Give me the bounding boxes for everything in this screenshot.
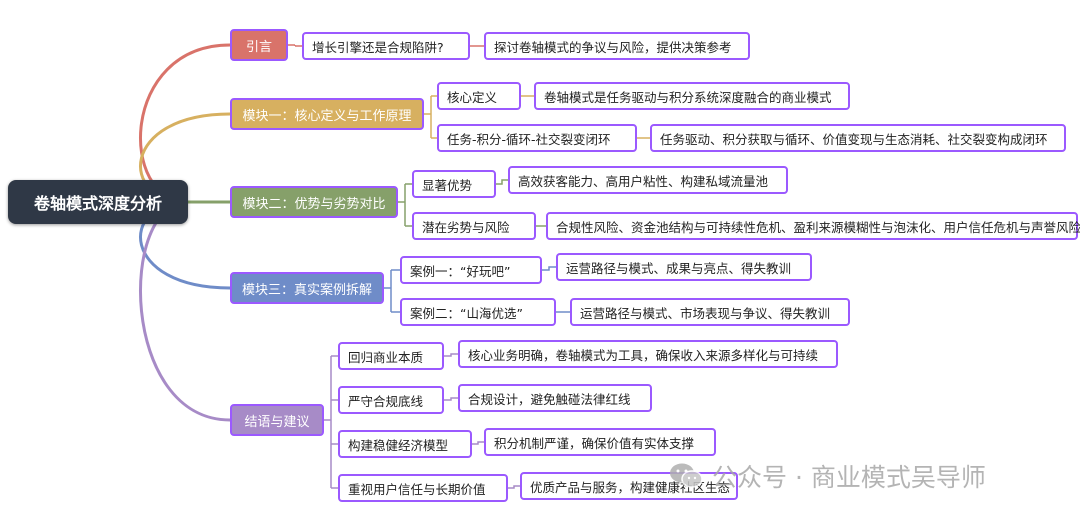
topic-label: 构建稳健经济模型: [348, 437, 449, 453]
branch-conclusion[interactable]: 结语与建议: [230, 404, 324, 436]
detail-node[interactable]: 合规性风险、资金池结构与可持续性危机、盈利来源模糊性与泡沫化、用户信任危机与声誉…: [546, 212, 1080, 240]
root-node[interactable]: 卷轴模式深度分析: [8, 180, 188, 224]
topic-node[interactable]: 案例二：“山海优选”: [400, 298, 556, 326]
topic-node[interactable]: 核心定义: [437, 82, 521, 110]
detail-connector: [444, 353, 458, 357]
detail-node[interactable]: 合规设计，避免触碰法律红线: [458, 384, 652, 412]
detail-label: 积分机制严谨，确保价值有实体支撑: [494, 435, 695, 451]
branch-module-2[interactable]: 模块二：优势与劣势对比: [230, 186, 398, 218]
branch-label: 结语与建议: [244, 414, 310, 430]
topic-label: 回归商业本质: [348, 349, 424, 365]
topic-node[interactable]: 构建稳健经济模型: [338, 430, 472, 458]
topic-node[interactable]: 潜在劣势与风险: [412, 212, 536, 240]
branch-module-3[interactable]: 模块三：真实案例拆解: [230, 272, 384, 304]
detail-label: 探讨卷轴模式的争议与风险，提供决策参考: [494, 39, 732, 55]
topic-label: 严守合规底线: [348, 393, 424, 409]
detail-node[interactable]: 运营路径与模式、成果与亮点、得失教训: [556, 253, 812, 281]
topic-node[interactable]: 回归商业本质: [338, 342, 444, 370]
detail-label: 优质产品与服务，构建健康社区生态: [530, 479, 731, 495]
detail-connector: [496, 179, 508, 185]
detail-connector: [444, 397, 458, 401]
detail-connector: [542, 266, 556, 271]
topic-node[interactable]: 增长引擎还是合规陷阱?: [302, 32, 470, 60]
detail-node[interactable]: 积分机制严谨，确保价值有实体支撑: [484, 428, 716, 456]
topic-label: 显著优势: [422, 177, 473, 193]
detail-connector: [508, 485, 520, 489]
branch-label: 模块二：优势与劣势对比: [242, 196, 386, 212]
detail-node[interactable]: 探讨卷轴模式的争议与风险，提供决策参考: [484, 32, 750, 60]
detail-label: 运营路径与模式、市场表现与争议、得失教训: [580, 305, 831, 321]
topic-label: 案例二：“山海优选”: [410, 305, 523, 321]
root-label: 卷轴模式深度分析: [33, 194, 162, 213]
branch-label: 模块三：真实案例拆解: [242, 282, 373, 298]
detail-label: 高效获客能力、高用户粘性、构建私域流量池: [518, 173, 769, 189]
topic-label: 核心定义: [447, 89, 498, 105]
branch-connector: [139, 43, 231, 204]
topic-node[interactable]: 任务-积分-循环-社交裂变闭环: [437, 124, 637, 152]
detail-label: 核心业务明确，卷轴模式为工具，确保收入来源多样化与可持续: [468, 347, 819, 363]
topic-label: 任务-积分-循环-社交裂变闭环: [447, 131, 611, 147]
detail-label: 卷轴模式是任务驱动与积分系统深度融合的商业模式: [544, 89, 832, 105]
detail-node[interactable]: 卷轴模式是任务驱动与积分系统深度融合的商业模式: [534, 82, 850, 110]
branch-label: 模块一：核心定义与工作原理: [242, 108, 412, 124]
topic-node[interactable]: 显著优势: [412, 170, 496, 198]
detail-label: 合规性风险、资金池结构与可持续性危机、盈利来源模糊性与泡沫化、用户信任危机与声誉…: [556, 219, 1080, 235]
detail-node[interactable]: 任务驱动、积分获取与循环、价值变现与生态消耗、社交裂变构成闭环: [650, 124, 1066, 152]
detail-label: 任务驱动、积分获取与循环、价值变现与生态消耗、社交裂变构成闭环: [660, 131, 1048, 147]
branch-label: 引言: [245, 39, 272, 55]
topic-label: 潜在劣势与风险: [422, 219, 510, 235]
detail-node[interactable]: 高效获客能力、高用户粘性、构建私域流量池: [508, 166, 788, 194]
topic-label: 增长引擎还是合规陷阱?: [312, 39, 444, 55]
wechat-icon: [670, 463, 703, 488]
topic-node[interactable]: 严守合规底线: [338, 386, 444, 414]
branch-connector: [139, 200, 231, 422]
watermark: 公众号 · 商业模式吴导师: [668, 456, 1068, 496]
detail-node[interactable]: 运营路径与模式、市场表现与争议、得失教训: [570, 298, 850, 326]
topic-node[interactable]: 案例一：“好玩吧”: [400, 256, 542, 284]
topic-label: 重视用户信任与长期价值: [348, 481, 486, 497]
topic-label: 案例一：“好玩吧”: [410, 263, 511, 279]
detail-connector: [472, 441, 484, 445]
detail-label: 运营路径与模式、成果与亮点、得失教训: [566, 260, 792, 276]
detail-label: 合规设计，避免触碰法律红线: [468, 391, 631, 407]
branch-intro[interactable]: 引言: [230, 29, 288, 61]
watermark-text: 公众号 · 商业模式吴导师: [712, 463, 986, 492]
detail-node[interactable]: 核心业务明确，卷轴模式为工具，确保收入来源多样化与可持续: [458, 340, 838, 368]
branch-module-1[interactable]: 模块一：核心定义与工作原理: [230, 98, 424, 130]
topic-node[interactable]: 重视用户信任与长期价值: [338, 474, 508, 502]
